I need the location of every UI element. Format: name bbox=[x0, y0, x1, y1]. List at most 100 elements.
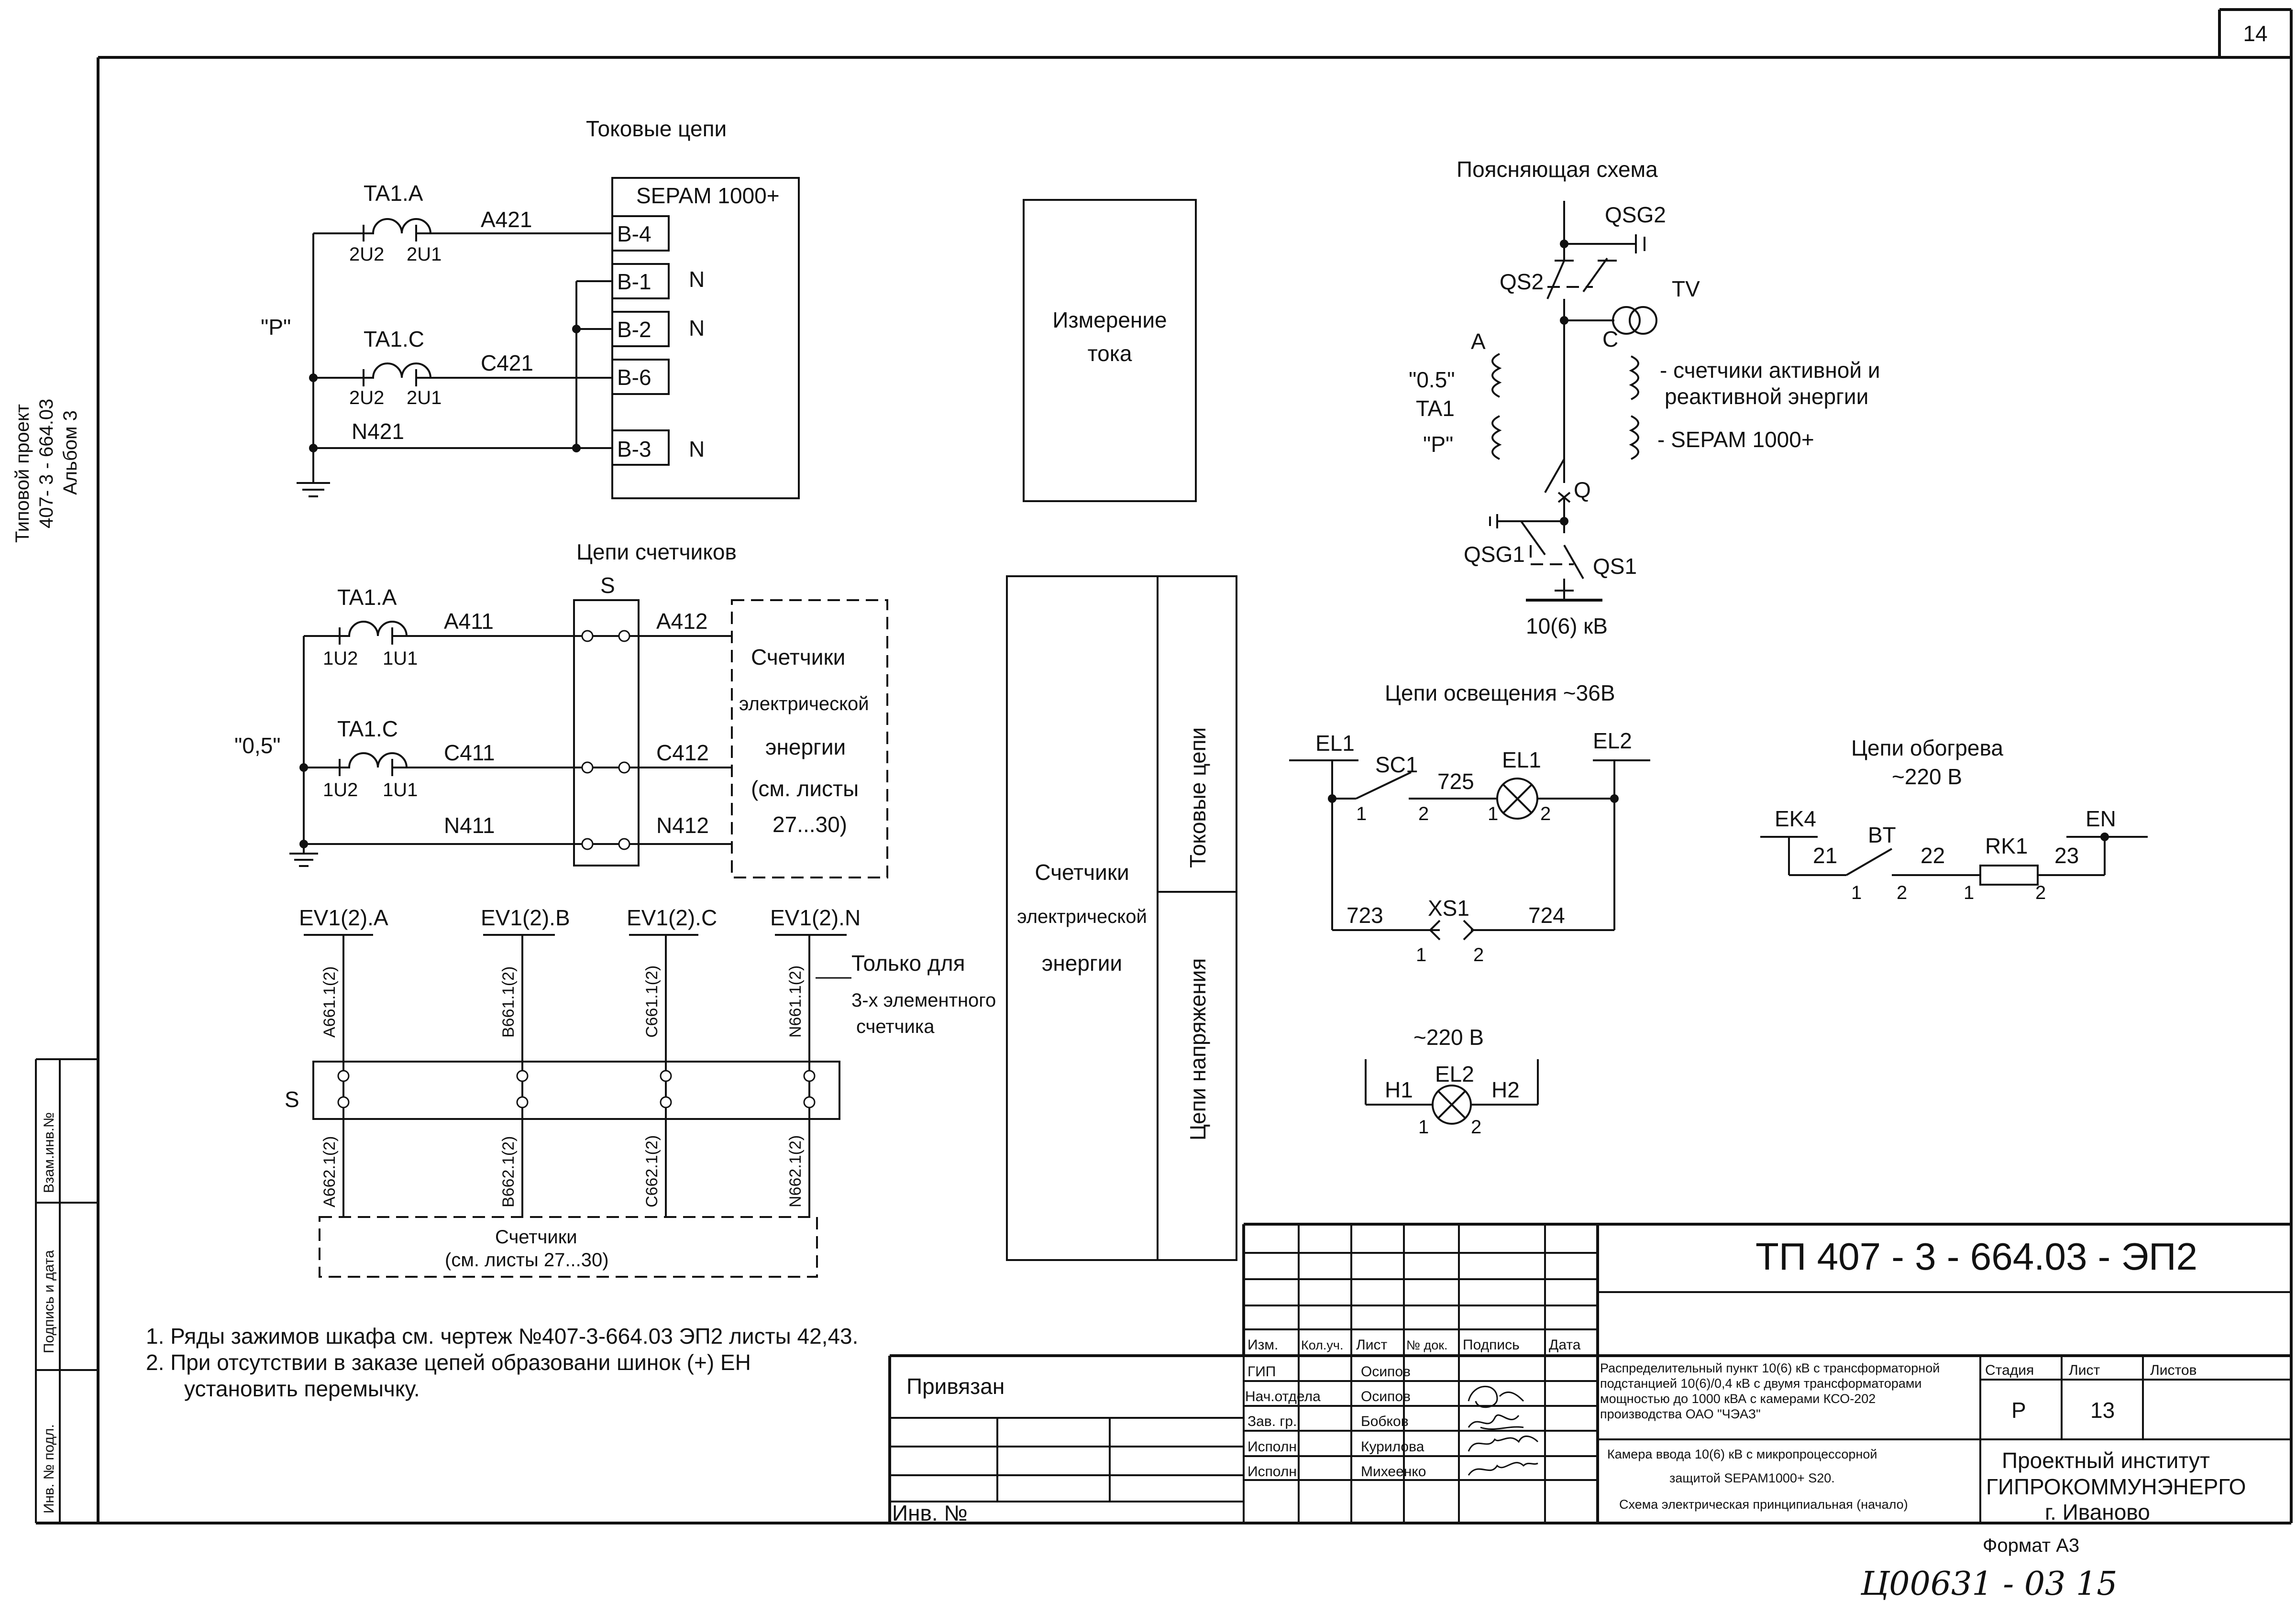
inv-number-label: Инв. № bbox=[892, 1501, 968, 1525]
handwritten-number: Ц00631 - 03 15 bbox=[1860, 1565, 2118, 1601]
voltage-meters-line1: Счетчики bbox=[495, 1227, 577, 1248]
terminal-b1: B-1 bbox=[617, 269, 651, 294]
terminal-b2: B-2 bbox=[617, 317, 651, 342]
title-block: Изм. Кол.уч. Лист № док. Подпись Дата ГИ… bbox=[888, 1223, 2291, 1601]
explain-sepam: - SEPAM 1000+ bbox=[1657, 427, 1814, 452]
desc-line3: мощностью до 1000 кВА с камерами КСО-202 bbox=[1600, 1392, 1876, 1406]
explain-phase-a: A bbox=[1471, 329, 1486, 354]
lighting-sc1-pin1: 1 bbox=[1356, 803, 1367, 824]
explain-phase-c: C bbox=[1602, 327, 1618, 351]
meters-box-line2: электрической bbox=[1017, 906, 1147, 927]
ta1a-label: TA1.A bbox=[364, 181, 423, 206]
note-2-continued: установить перемычку. bbox=[184, 1376, 420, 1401]
role-zavgr: Зав. гр. bbox=[1247, 1414, 1297, 1429]
lighting-wire-723: 723 bbox=[1347, 903, 1383, 928]
lighting-xs1-pin2: 2 bbox=[1473, 944, 1484, 965]
measure-box-line1: Измерение bbox=[1052, 307, 1167, 332]
ev-c-label: EV1(2).C bbox=[627, 905, 717, 930]
wire-c661: C661.1(2) bbox=[643, 965, 661, 1038]
ev-b-label: EV1(2).B bbox=[481, 905, 570, 930]
explain-qsg2: QSG2 bbox=[1605, 202, 1666, 227]
meter-circuits: Цепи счетчиков S TA1.A 1U2 1U1 A411 A412… bbox=[234, 539, 888, 878]
sheet-corner-number: 14 bbox=[2243, 21, 2267, 46]
meters-box-line1: Счетчики bbox=[1035, 860, 1129, 885]
heating-bt: BT bbox=[1868, 822, 1896, 847]
col-kol: Кол.уч. bbox=[1301, 1338, 1343, 1352]
ev-a-label: EV1(2).A bbox=[299, 905, 388, 930]
wire-c662: C662.1(2) bbox=[643, 1135, 661, 1207]
ta1c-label: TA1.C bbox=[364, 327, 424, 351]
heating-bt-pin1: 1 bbox=[1851, 882, 1862, 903]
note-1: 1. Ряды зажимов шкафа см. чертеж №407-3-… bbox=[146, 1324, 858, 1349]
desc-line2: подстанцией 10(6)/0,4 кВ с двумя трансфо… bbox=[1600, 1376, 1922, 1391]
current-circuits: Токовые цепи SEPAM 1000+ B-4 B-1 B-2 B-6… bbox=[261, 116, 800, 499]
heating-wire-22: 22 bbox=[1921, 843, 1945, 868]
meters-box: Счетчики электрической энергии Токовые ц… bbox=[1006, 575, 1237, 1261]
heating-rk1-pin2: 2 bbox=[2035, 882, 2046, 903]
heating-circuits: Цепи обогрева ~220 В EK4 21 BT 22 RK1 23… bbox=[1760, 735, 2148, 903]
ta1a-2u2: 2U2 bbox=[349, 244, 384, 265]
meters-box-line3: энергии bbox=[1042, 951, 1122, 976]
voltage-terminal-s: S bbox=[285, 1087, 299, 1112]
meter-box-line1: Счетчики bbox=[751, 645, 845, 669]
heating-wire-23: 23 bbox=[2054, 843, 2079, 868]
terminal-b4: B-4 bbox=[617, 221, 651, 246]
wire-b662: B662.1(2) bbox=[499, 1136, 518, 1207]
name-ispoln-1: Курилова bbox=[1361, 1439, 1424, 1455]
col-izm: Изм. bbox=[1247, 1337, 1278, 1353]
explain-meters-line2: реактивной энергии bbox=[1665, 384, 1868, 409]
wire-a421: A421 bbox=[481, 207, 532, 232]
name-nach: Осипов bbox=[1361, 1389, 1411, 1404]
terminal-b1-n: N bbox=[689, 267, 705, 292]
ta1a-2u1: 2U1 bbox=[407, 244, 442, 265]
measure-box-line2: тока bbox=[1088, 341, 1132, 366]
desc-line1: Распределительный пункт 10(6) кВ с транс… bbox=[1600, 1361, 1940, 1375]
meters-box-current: Токовые цепи bbox=[1185, 727, 1210, 868]
lamp220-el2: EL2 bbox=[1435, 1062, 1474, 1086]
meters-box-voltage: Цепи напряжения bbox=[1185, 958, 1210, 1140]
org-line3: г. Иваново bbox=[2045, 1500, 2150, 1524]
voltage-circuits: EV1(2).A EV1(2).B EV1(2).C EV1(2).N A661… bbox=[285, 905, 996, 1278]
lighting-xs1: XS1 bbox=[1428, 896, 1469, 921]
list-value: 13 bbox=[2090, 1398, 2115, 1423]
current-p-label: "Р" bbox=[261, 315, 291, 340]
wire-n662: N662.1(2) bbox=[786, 1135, 805, 1207]
lighting-wire-724: 724 bbox=[1528, 903, 1565, 928]
explain-class-05: "0.5" bbox=[1409, 367, 1455, 392]
lighting-lamp-el1: EL1 bbox=[1502, 747, 1541, 772]
explain-ta1: TA1 bbox=[1416, 396, 1455, 421]
name-gip: Осипов bbox=[1361, 1364, 1411, 1380]
side-vzam-inv: Взам.инв.№ bbox=[41, 1112, 57, 1193]
format-label: Формат А3 bbox=[1983, 1535, 2079, 1556]
signature-2 bbox=[1468, 1414, 1524, 1430]
stadia-header: Стадия bbox=[1985, 1362, 2034, 1378]
stadia-value: Р bbox=[2011, 1398, 2026, 1423]
side-stamp: Типовой проект 407- 3 - 664.03 Альбом 3 … bbox=[12, 399, 98, 1523]
side-signature-date: Подпись и дата bbox=[41, 1250, 57, 1353]
org-line2: ГИПРОКОММУНЭНЕРГО bbox=[1986, 1474, 2246, 1499]
lighting-sc1-pin2: 2 bbox=[1418, 803, 1429, 824]
lamp220-pin2: 2 bbox=[1471, 1117, 1481, 1138]
heating-rk1: RK1 bbox=[1985, 833, 2028, 858]
meter-ta1c-label: TA1.C bbox=[337, 716, 398, 741]
heating-en: EN bbox=[2086, 806, 2116, 831]
meter-box-line4: (см. листы bbox=[751, 776, 859, 801]
name-ispoln-2: Михеенко bbox=[1361, 1464, 1426, 1480]
wire-c421: C421 bbox=[481, 351, 533, 375]
ta1c-2u2: 2U2 bbox=[349, 387, 384, 408]
heating-ek4: EK4 bbox=[1775, 806, 1816, 831]
listov-header: Листов bbox=[2150, 1362, 2197, 1378]
side-project-label: Типовой проект bbox=[12, 404, 33, 543]
role-gip: ГИП bbox=[1247, 1364, 1276, 1380]
name-zavgr: Бобков bbox=[1361, 1414, 1409, 1429]
meter-ta1c-1u1: 1U1 bbox=[383, 779, 418, 800]
privyazan-label: Привязан bbox=[906, 1374, 1004, 1399]
meter-ta1a-1u1: 1U1 bbox=[383, 648, 418, 669]
explain-qsg1: QSG1 bbox=[1464, 542, 1525, 567]
meter-box-line5: 27...30) bbox=[773, 812, 847, 837]
lamp220-h2: H2 bbox=[1491, 1077, 1520, 1102]
explain-voltage: 10(6) кВ bbox=[1526, 614, 1608, 638]
explain-title: Поясняющая схема bbox=[1457, 157, 1658, 182]
heating-rk1-pin1: 1 bbox=[1964, 882, 1974, 903]
terminal-b2-n: N bbox=[689, 316, 705, 340]
